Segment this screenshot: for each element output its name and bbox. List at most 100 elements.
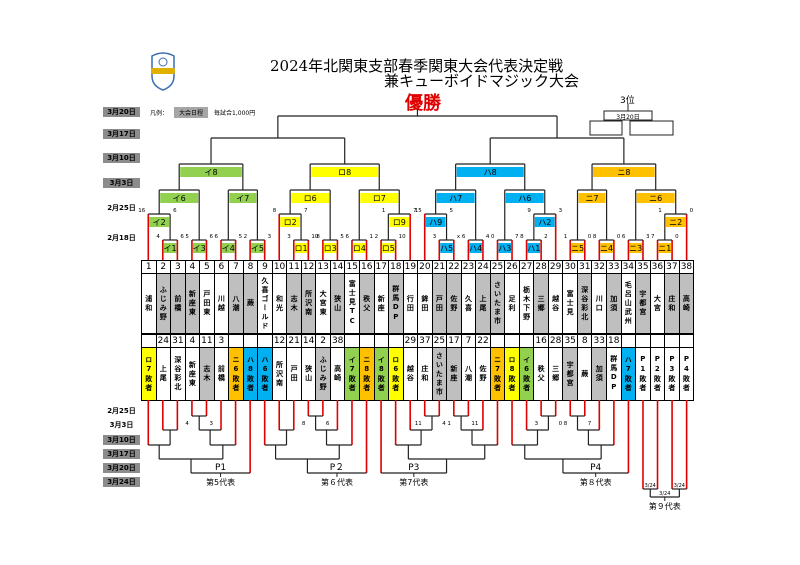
- match-label: ハ4: [469, 244, 482, 253]
- match-label-bar: [571, 243, 584, 253]
- match-label: ニ1: [658, 244, 671, 253]
- match-score: 8: [520, 234, 524, 240]
- team-name: ふじみ野: [159, 285, 168, 322]
- team-name: 宇都宮: [638, 290, 647, 317]
- team-name: 浦和: [144, 294, 153, 313]
- team-name: 和光: [275, 294, 284, 313]
- team-number: [505, 335, 519, 348]
- team-name: 富士見TC: [348, 280, 357, 327]
- team-name-cell: 川越: [214, 274, 229, 333]
- match-score: 6: [462, 234, 466, 240]
- match-score: 0: [617, 234, 621, 240]
- team-cell: ロ8敗者: [505, 335, 520, 400]
- match-score: 3: [287, 234, 291, 240]
- team-number: 5: [200, 261, 214, 274]
- team-number: 33: [607, 261, 621, 274]
- team-number: 35: [563, 335, 577, 348]
- match-label-bar: [456, 167, 524, 177]
- team-number: 29: [403, 335, 418, 348]
- match-label-bar: [658, 243, 672, 253]
- team-number: 24: [156, 335, 171, 348]
- team-name-cell: 庄和: [665, 274, 679, 333]
- match-score: 6: [209, 234, 213, 240]
- match-score: 7: [651, 234, 655, 240]
- team-name-cell: 前橋: [171, 274, 185, 333]
- match-label: ニ8: [617, 168, 630, 177]
- team-name: イ8敗者: [377, 355, 386, 393]
- match-score: 5: [340, 234, 344, 240]
- match-label-bar: [360, 193, 399, 203]
- team-name-cell: 越谷: [548, 274, 563, 333]
- team-name: 戸田: [435, 294, 444, 313]
- match-label-bar: [180, 167, 242, 177]
- team-name-cell: 新座: [374, 274, 389, 333]
- team-number: 18: [389, 261, 403, 274]
- match-score: 11: [415, 421, 422, 427]
- match-label-bar: [425, 217, 446, 227]
- match-score: 4: [442, 421, 446, 427]
- team-name-cell: 佐野: [447, 274, 461, 333]
- team-name-cell: 蕨: [243, 274, 258, 333]
- team-name: 前橋: [217, 365, 226, 383]
- team-name-cell: 佐野: [476, 348, 490, 400]
- team-name-cell: 久喜: [461, 274, 476, 333]
- team-name-cell: 群馬DP: [607, 348, 621, 400]
- team-name: 川口: [595, 294, 604, 313]
- team-name: 志木: [202, 365, 211, 383]
- team-name: 上尾: [478, 294, 487, 313]
- team-name-cell: 八潮: [461, 348, 476, 400]
- team-number: [243, 335, 258, 348]
- team-name: 三郷: [551, 365, 560, 383]
- team-name: ロ7敗者: [144, 355, 153, 393]
- team-name: 群馬DP: [609, 355, 618, 393]
- match-score: 1: [658, 208, 662, 214]
- team-number: 22: [476, 335, 490, 348]
- match-label: ハ7: [449, 194, 462, 203]
- match-score: 6: [622, 234, 626, 240]
- match-score: 4: [156, 234, 160, 240]
- team-number: 7: [229, 261, 243, 274]
- match-label: イ7: [236, 194, 249, 203]
- team-name-cell: ロ8敗者: [505, 348, 519, 400]
- team-name-cell: 川口: [592, 274, 606, 333]
- match-label-bar: [149, 217, 170, 227]
- team-name-cell: 高崎: [330, 348, 345, 400]
- match-label: イ3: [193, 244, 206, 253]
- team-name-cell: 行田: [403, 274, 418, 333]
- team-number: 19: [403, 261, 418, 274]
- match-score: 5: [239, 234, 243, 240]
- team-name-cell: 庄和: [418, 348, 432, 400]
- team-name-cell: 戸田: [432, 274, 447, 333]
- team-name-cell: 狭山: [330, 274, 345, 333]
- match-label-bar: [352, 243, 366, 253]
- match-label: イ4: [222, 244, 235, 253]
- team-number: 7: [461, 335, 476, 348]
- match-label: ハ8: [484, 168, 497, 177]
- match-label-bar: [498, 243, 512, 253]
- team-number: 9: [258, 261, 272, 274]
- team-name-cell: ニ7敗者: [490, 348, 505, 400]
- match-label: ハ6: [518, 194, 531, 203]
- team-number: 6: [214, 261, 229, 274]
- third-place-bar: [603, 110, 653, 121]
- team-name-cell: 志木: [200, 348, 214, 400]
- team-name: 大宮: [653, 294, 662, 313]
- team-name-cell: イ6敗者: [519, 348, 534, 400]
- team-number: 27: [519, 261, 534, 274]
- representative-label: 第7代表: [399, 478, 429, 487]
- match-label: ニ7: [586, 194, 599, 203]
- top-date-label: 3月10日: [103, 153, 140, 163]
- match-label-bar: [505, 193, 544, 203]
- team-cell: P2敗者: [650, 335, 666, 400]
- match-score: 3: [433, 234, 437, 240]
- team-name: 庄和: [667, 294, 676, 313]
- match-score: 7: [588, 421, 592, 427]
- team-cell: P4敗者: [679, 335, 694, 400]
- team-number: 23: [461, 261, 476, 274]
- team-name: 毛呂山武州: [624, 281, 633, 326]
